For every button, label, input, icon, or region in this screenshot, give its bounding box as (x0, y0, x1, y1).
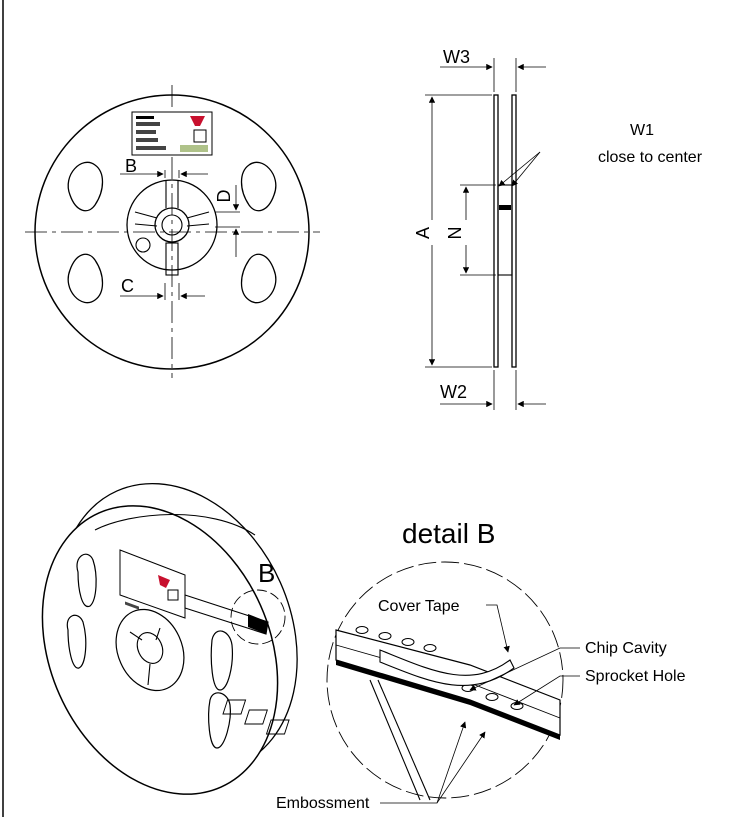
svg-text:Chip Cavity: Chip Cavity (585, 640, 667, 657)
dim-W1-note: close to center (598, 149, 703, 166)
dim-A: A (413, 94, 492, 368)
reel-isometric-view: B (41, 482, 298, 795)
dim-W1: W1 close to center (498, 122, 703, 187)
dim-B: B (120, 156, 208, 178)
label-embossment: Embossment (276, 721, 486, 812)
reel-side-view (493, 94, 517, 368)
reel-front-view (25, 85, 320, 378)
iso-callout-label: B (258, 558, 275, 588)
label-cover-tape: Cover Tape (378, 598, 510, 653)
label-sprocket-hole: Sprocket Hole (513, 668, 686, 706)
dim-N-label: N (445, 227, 465, 240)
dim-W1-label: W1 (630, 122, 654, 139)
dim-W2-label: W2 (440, 382, 467, 402)
dim-C: C (120, 276, 205, 300)
svg-text:Sprocket Hole: Sprocket Hole (585, 668, 686, 685)
detail-b-view (222, 561, 564, 801)
svg-text:Embossment: Embossment (276, 795, 370, 812)
dim-A-label: A (413, 227, 433, 239)
dim-B-label: B (125, 156, 137, 176)
dim-C-label: C (121, 276, 134, 296)
iso-reel-label (119, 549, 186, 619)
dim-D-label: D (214, 190, 234, 203)
svg-text:Cover Tape: Cover Tape (378, 598, 460, 615)
detail-callout-circle (230, 589, 286, 645)
dim-W3-label: W3 (443, 47, 470, 67)
reel-label-sticker (131, 111, 213, 156)
dim-W3: W3 (440, 47, 546, 92)
dim-D: D (214, 185, 240, 257)
label-chip-cavity: Chip Cavity (469, 640, 667, 691)
dim-N: N (445, 184, 496, 276)
dim-W2: W2 (440, 370, 546, 410)
detail-title: detail B (402, 518, 495, 549)
